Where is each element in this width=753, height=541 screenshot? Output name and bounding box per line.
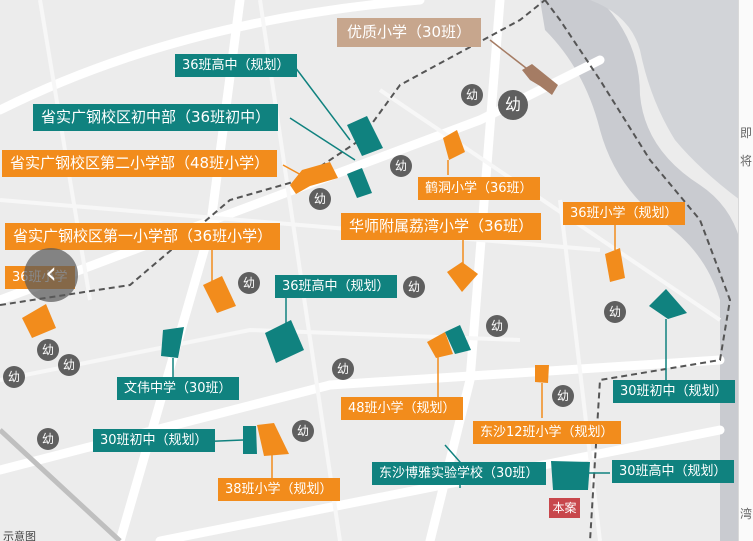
- project-site-marker: 本案: [549, 498, 580, 518]
- label-primary48-plan: 48班小学（规划）: [341, 397, 463, 420]
- kindergarten-marker: 幼: [332, 358, 354, 380]
- parcel-huashi-primary: [447, 262, 478, 292]
- kindergarten-marker: 幼: [37, 428, 59, 450]
- label-wenwei-middle: 文伟中学（30班）: [117, 377, 239, 400]
- parcel-high30: [551, 461, 590, 490]
- parcel-primary36-left: [22, 304, 56, 338]
- kindergarten-marker: 幼: [461, 84, 483, 106]
- parcel-primary38: [257, 423, 289, 456]
- parcel-primary48-b: [445, 325, 471, 354]
- label-middle30-plan-right: 30班初中（规划）: [613, 380, 735, 403]
- parcel-primary36-right: [605, 248, 625, 282]
- river: [540, 0, 740, 541]
- river-band: [590, 0, 740, 200]
- label-primary38-plan: 38班小学（规划）: [218, 478, 340, 501]
- teal-leaders: [172, 66, 667, 474]
- label-huashi-primary: 华师附属荔湾小学（36班）: [341, 213, 542, 240]
- label-hedong-primary: 鹤洞小学（36班）: [418, 177, 540, 200]
- parcel-dongsha12: [535, 365, 549, 383]
- kindergarten-marker: 幼: [309, 188, 331, 210]
- railway: [0, 428, 122, 541]
- label-middle30-plan-left: 30班初中（规划）: [93, 429, 215, 452]
- parcel-shengshi-middle-2: [347, 168, 372, 198]
- map-caption: 示意图: [3, 530, 36, 541]
- label-shengshi-middle: 省实广钢校区初中部（36班初中）: [33, 104, 279, 131]
- school-parcels: [22, 64, 687, 490]
- parcel-shengshi-primary1: [203, 276, 236, 313]
- kindergarten-marker: 幼: [292, 420, 314, 442]
- previous-slide-button[interactable]: ‹: [24, 248, 78, 302]
- kindergarten-marker: 幼: [58, 354, 80, 376]
- kindergarten-marker: 幼: [552, 385, 574, 407]
- label-shengshi-primary2: 省实广钢校区第二小学部（48班小学）: [2, 150, 278, 177]
- kindergarten-marker: 幼: [37, 339, 59, 361]
- parcel-wenwei-middle: [161, 327, 184, 358]
- edge-char: 即: [740, 126, 753, 140]
- parcel-high36-center: [265, 320, 304, 363]
- parcel-primary48-a: [427, 332, 453, 358]
- label-dongsha-boya: 东沙博雅实验学校（30班）: [372, 462, 546, 485]
- label-high30-plan: 30班高中（规划）: [612, 460, 734, 483]
- kindergarten-marker: 幼: [390, 155, 412, 177]
- kindergarten-marker: 幼: [3, 366, 25, 388]
- parcel-shengshi-primary2: [290, 162, 338, 194]
- kindergarten-marker: 幼: [403, 276, 425, 298]
- kindergarten-marker: 幼: [238, 272, 260, 294]
- district-boundary: [0, 0, 546, 306]
- parcel-middle30-left: [243, 426, 257, 454]
- label-dongsha12-plan: 东沙12班小学（规划）: [473, 421, 621, 444]
- right-edge-panel: 即 将 湾: [738, 0, 753, 541]
- label-high36-plan-center: 36班高中（规划）: [275, 275, 397, 298]
- parcel-hedong-primary: [443, 130, 465, 160]
- label-shengshi-primary1: 省实广钢校区第一小学部（36班小学）: [5, 223, 281, 250]
- edge-char: 将: [740, 154, 753, 168]
- kindergarten-marker: 幼: [486, 315, 508, 337]
- label-premium-primary: 优质小学（30班）: [337, 18, 482, 47]
- kindergarten-marker: 幼: [604, 301, 626, 323]
- parcel-shengshi-middle: [347, 116, 383, 156]
- parcel-middle30-right: [649, 289, 687, 319]
- kindergarten-marker: 幼: [498, 90, 528, 120]
- chevron-left-icon: ‹: [45, 256, 57, 291]
- edge-char: 湾: [740, 507, 753, 521]
- label-high36-plan-top: 36班高中（规划）: [175, 54, 297, 77]
- label-primary36-plan-right: 36班小学（规划）: [563, 202, 685, 225]
